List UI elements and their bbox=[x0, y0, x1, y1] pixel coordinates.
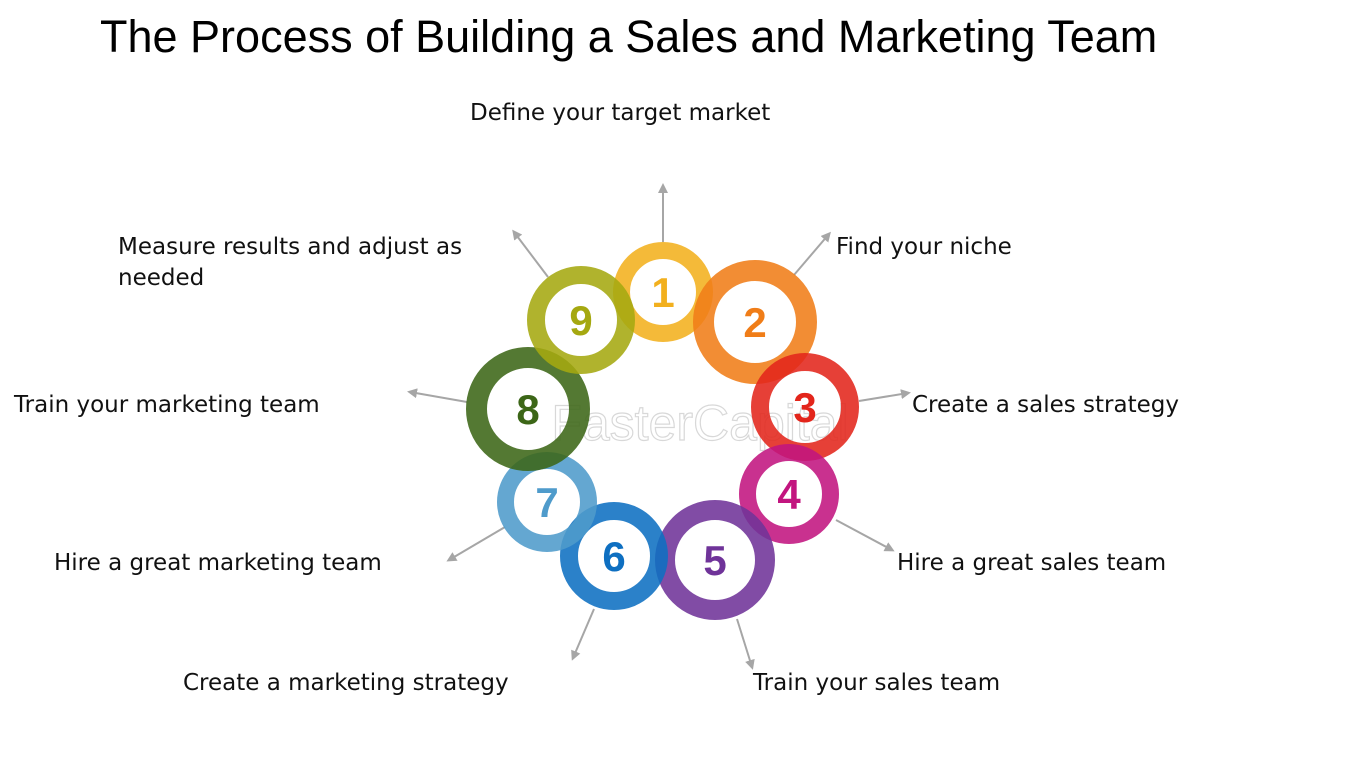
arrow-step-5 bbox=[736, 618, 755, 670]
arrow-step-4 bbox=[835, 519, 895, 552]
ring-circle-8 bbox=[466, 347, 590, 471]
step-number-6: 6 bbox=[602, 533, 625, 580]
step-number-8: 8 bbox=[516, 386, 539, 433]
step-label-8: Train your marketing team bbox=[14, 392, 320, 418]
step-number-1: 1 bbox=[651, 269, 674, 316]
step-ring-5: 5 bbox=[655, 500, 775, 620]
step-label-4: Hire a great sales team bbox=[897, 550, 1167, 576]
ring-circle-6 bbox=[560, 502, 668, 610]
step-ring-8: 8 bbox=[466, 347, 590, 471]
arrow-step-7 bbox=[446, 526, 506, 562]
arrow-step-2 bbox=[793, 231, 831, 276]
arrow-step-3 bbox=[858, 389, 911, 402]
step-label-3: Create a sales strategy bbox=[912, 392, 1179, 418]
ring-circle-9 bbox=[527, 266, 635, 374]
step-ring-2: 2 bbox=[693, 260, 817, 384]
arrow-step-6 bbox=[571, 608, 595, 661]
step-ring-7: 7 bbox=[497, 452, 597, 552]
step-label-2: Find your niche bbox=[836, 234, 1012, 260]
ring-circle-4 bbox=[739, 444, 839, 544]
page-title: The Process of Building a Sales and Mark… bbox=[100, 11, 1158, 62]
step-label-7: Hire a great marketing team bbox=[54, 550, 382, 576]
step-ring-9: 9 bbox=[527, 266, 635, 374]
step-label-1: Define your target market bbox=[470, 100, 771, 126]
step-number-7: 7 bbox=[535, 479, 558, 526]
step-ring-4: 4 bbox=[739, 444, 839, 544]
watermark: FasterCapital bbox=[551, 394, 850, 451]
arrow-step-8 bbox=[407, 388, 468, 403]
step-number-2: 2 bbox=[743, 299, 766, 346]
watermark-text: FasterCapital bbox=[551, 395, 848, 451]
step-label-9: Measure results and adjust as needed bbox=[118, 234, 463, 291]
step-number-5: 5 bbox=[703, 537, 726, 584]
step-label-6: Create a marketing strategy bbox=[183, 670, 509, 696]
connector-arrows bbox=[407, 183, 911, 670]
ring-circle-2 bbox=[693, 260, 817, 384]
step-number-3: 3 bbox=[793, 384, 816, 431]
step-number-4: 4 bbox=[777, 471, 801, 518]
arrow-step-9 bbox=[512, 229, 549, 278]
step-ring-6: 6 bbox=[560, 502, 668, 610]
step-number-9: 9 bbox=[569, 297, 592, 344]
step-label-5: Train your sales team bbox=[753, 670, 1001, 696]
